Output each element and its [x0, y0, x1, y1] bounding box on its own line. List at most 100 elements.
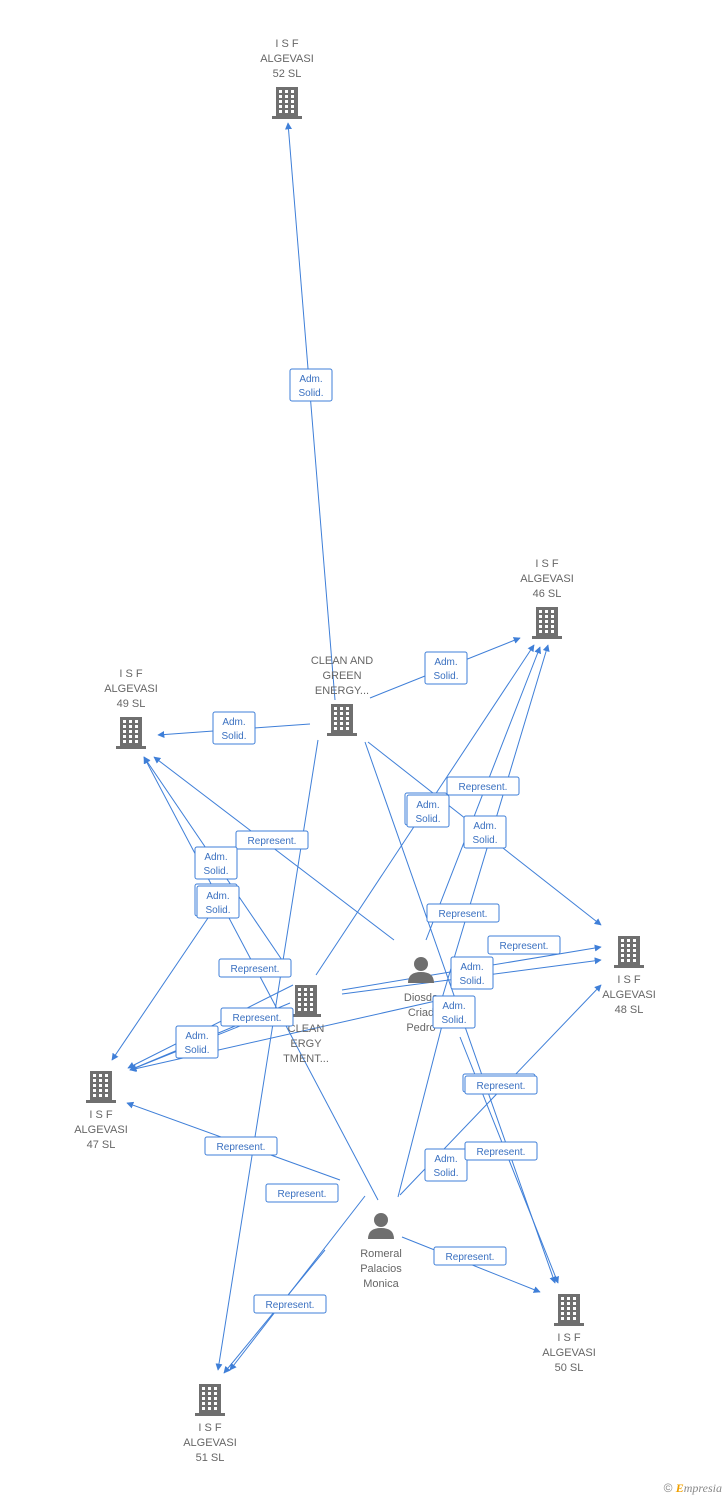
edge-label[interactable]: Represent.: [253, 1294, 327, 1314]
edge-label[interactable]: Adm. Solid.: [432, 995, 476, 1029]
edge-label-text: Represent.: [266, 1300, 315, 1311]
edge-label[interactable]: Adm.Solid.: [289, 368, 333, 402]
edge-label-box: [265, 1183, 339, 1203]
edge-label[interactable]: Represent.: [218, 958, 292, 978]
edge-label[interactable]: Represent.: [235, 830, 309, 850]
node-label: Palacios: [360, 1263, 402, 1275]
node-label: ALGEVASI: [260, 53, 314, 65]
building-icon: [86, 1071, 116, 1103]
node-label: I S F: [535, 558, 559, 570]
edge-label[interactable]: Adm. Solid.: [194, 846, 238, 880]
logo-initial: E: [675, 1481, 684, 1495]
edge-label-box: [194, 846, 238, 880]
node-label: ALGEVASI: [602, 989, 656, 1001]
edge-label-text: Adm.: [442, 1001, 465, 1012]
person-icon: [368, 1213, 394, 1239]
edge-label-text: Solid.: [415, 814, 440, 825]
edge-label[interactable]: Adm.Solid.: [212, 711, 256, 745]
edge-label-text: Adm.: [434, 657, 457, 668]
edge-label[interactable]: Represent.: [433, 1246, 507, 1266]
edge-labels-layer: Adm. Solid. Adm. Solid. Adm. Solid. Adm. Solid.…: [175, 368, 561, 1314]
node-label: 48 SL: [615, 1004, 644, 1016]
edge-label-text: Solid.: [205, 905, 230, 916]
edge-label[interactable]: Adm.Solid.: [450, 956, 494, 990]
node-label: CLEAN: [288, 1023, 325, 1035]
edge-label-text: Adm.: [222, 717, 245, 728]
edge-label[interactable]: Represent.: [464, 1075, 538, 1095]
node-label: ALGEVASI: [74, 1124, 128, 1136]
edge-label[interactable]: Adm.Solid.: [463, 815, 507, 849]
edge-label[interactable]: Represent.: [446, 776, 520, 796]
edge-label-text: Adm.: [434, 1154, 457, 1165]
edge-label-text: Solid.: [433, 1168, 458, 1179]
building-icon: [272, 87, 302, 119]
edge-line: [285, 122, 336, 701]
node-label: ERGY: [290, 1038, 322, 1050]
edge-line: [111, 914, 211, 1061]
edge-label-text: Represent.: [248, 836, 297, 847]
edge-label[interactable]: Represent.: [464, 1141, 538, 1161]
node-label: 49 SL: [117, 698, 146, 710]
edge-label[interactable]: Adm. Solid.: [424, 1148, 468, 1182]
edge-label-text: Solid.: [472, 835, 497, 846]
company-node-cgi[interactable]: CLEANERGYTMENT...: [283, 985, 329, 1065]
edge-label-box: [426, 903, 500, 923]
company-node-cge[interactable]: CLEAN AND GREEN ENERGY...: [311, 655, 373, 736]
edge-label-box: [432, 995, 476, 1029]
building-icon: [116, 717, 146, 749]
edge-label-text: Solid.: [203, 866, 228, 877]
edge-label[interactable]: Represent.: [204, 1136, 278, 1156]
edge-label-text: Represent.: [278, 1189, 327, 1200]
node-label: CLEAN AND: [311, 655, 373, 667]
edge-label-box: [289, 368, 333, 402]
copyright-footer: © Empresia: [664, 1481, 722, 1496]
edge-label[interactable]: Represent.: [487, 935, 561, 955]
node-label: GREEN: [322, 670, 361, 682]
edge-label[interactable]: Adm.Solid.: [175, 1025, 219, 1059]
edge-label-text: Adm.: [299, 374, 322, 385]
edge-label-text: Represent.: [439, 909, 488, 920]
edge-label[interactable]: Adm. Solid.: [406, 794, 450, 828]
edge-label[interactable]: Adm.Solid.: [424, 651, 468, 685]
edge-label-box: [196, 885, 240, 919]
node-label: ENERGY...: [315, 685, 369, 697]
edge-label[interactable]: Adm. Solid.: [196, 885, 240, 919]
edge-label[interactable]: Represent.: [220, 1007, 294, 1027]
node-label: Monica: [363, 1278, 399, 1290]
node-label: Criad: [408, 1007, 434, 1019]
building-icon: [614, 936, 644, 968]
edge-label[interactable]: Represent.: [426, 903, 500, 923]
edge-label-box: [464, 1141, 538, 1161]
edge-label-text: Adm.: [204, 852, 227, 863]
edge-label-box: [406, 794, 450, 828]
building-icon: [327, 704, 357, 736]
node-label: 46 SL: [533, 588, 562, 600]
edge-label-box: [253, 1294, 327, 1314]
building-icon: [532, 607, 562, 639]
node-label: I S F: [557, 1332, 581, 1344]
edge-label-box: [450, 956, 494, 990]
edge-line: [397, 1009, 448, 1198]
edge-label-box: [446, 776, 520, 796]
edge-label-box: [218, 958, 292, 978]
building-icon: [554, 1294, 584, 1326]
edge-label[interactable]: Represent.: [265, 1183, 339, 1203]
edge-label-box: [424, 1148, 468, 1182]
node-label: Pedro: [406, 1022, 435, 1034]
node-label: 50 SL: [555, 1362, 584, 1374]
edge-label-text: Represent.: [233, 1013, 282, 1024]
building-icon: [195, 1384, 225, 1416]
edge-label-text: Represent.: [477, 1147, 526, 1158]
edge-label-text: Solid.: [441, 1015, 466, 1026]
edge-label-text: Adm.: [416, 800, 439, 811]
edge-label-text: Adm.: [206, 891, 229, 902]
